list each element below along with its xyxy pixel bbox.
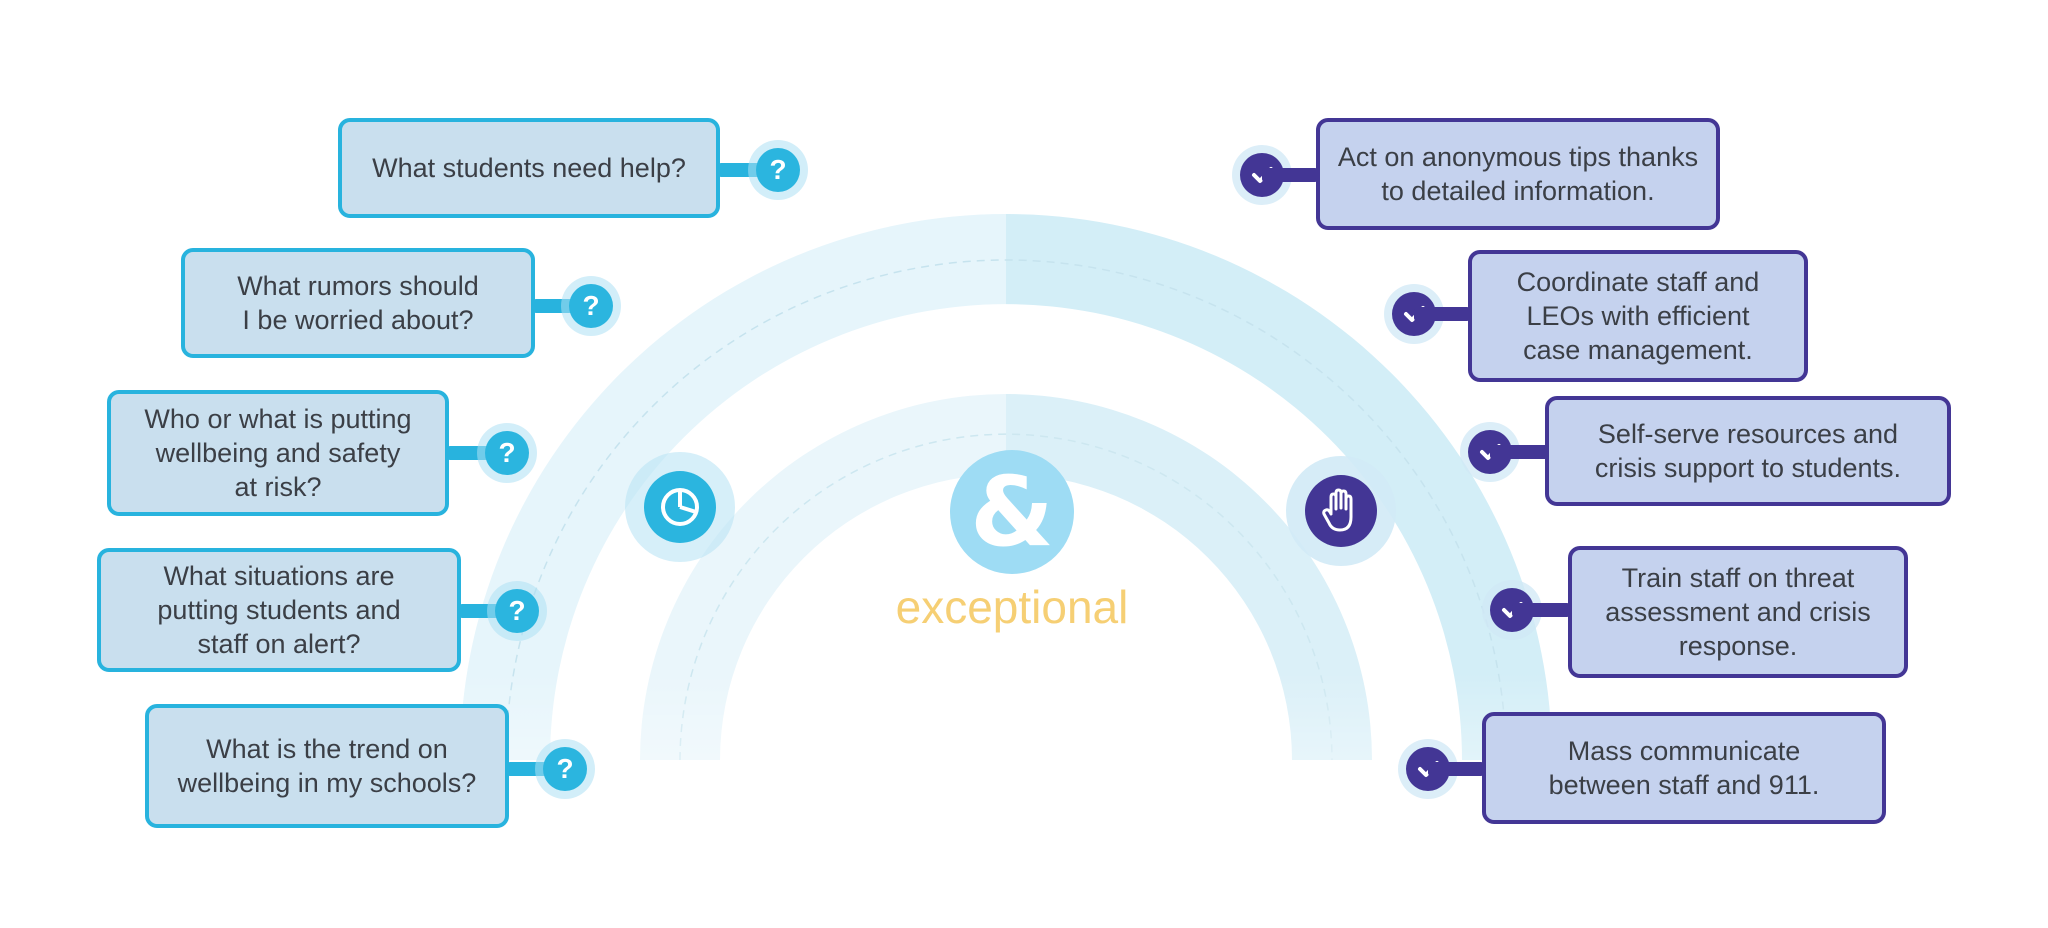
question-box: What students need help? <box>338 118 720 218</box>
question-box: What rumors should I be worried about? <box>181 248 535 358</box>
answer-connector <box>1262 168 1318 182</box>
question-icon: ? <box>569 284 613 328</box>
pie-chart-badge <box>625 452 735 562</box>
question-box: What is the trend on wellbeing in my sch… <box>145 704 509 828</box>
answer-box: Self-serve resources and crisis support … <box>1545 396 1951 506</box>
answer-box: Coordinate staff and LEOs with efficient… <box>1468 250 1808 382</box>
question-icon: ? <box>495 589 539 633</box>
center-word: exceptional <box>895 581 1129 633</box>
answer-connector <box>1414 307 1470 321</box>
question-box: Who or what is putting wellbeing and saf… <box>107 390 449 516</box>
answer-connector <box>1428 762 1484 776</box>
question-icon: ? <box>543 747 587 791</box>
raised-hand-badge <box>1286 456 1396 566</box>
answer-box: Train staff on threat assessment and cri… <box>1568 546 1908 678</box>
answer-box: Act on anonymous tips thanks to detailed… <box>1316 118 1720 230</box>
answer-connector <box>1512 603 1570 617</box>
question-box: What situations are putting students and… <box>97 548 461 672</box>
pie-chart-icon <box>661 488 699 526</box>
raised-hand-icon <box>1322 488 1353 532</box>
question-icon: ? <box>756 148 800 192</box>
answer-connector <box>1490 445 1548 459</box>
answer-box: Mass communicate between staff and 911. <box>1482 712 1886 824</box>
question-icon: ? <box>485 431 529 475</box>
ampersand-badge: & <box>950 450 1074 574</box>
